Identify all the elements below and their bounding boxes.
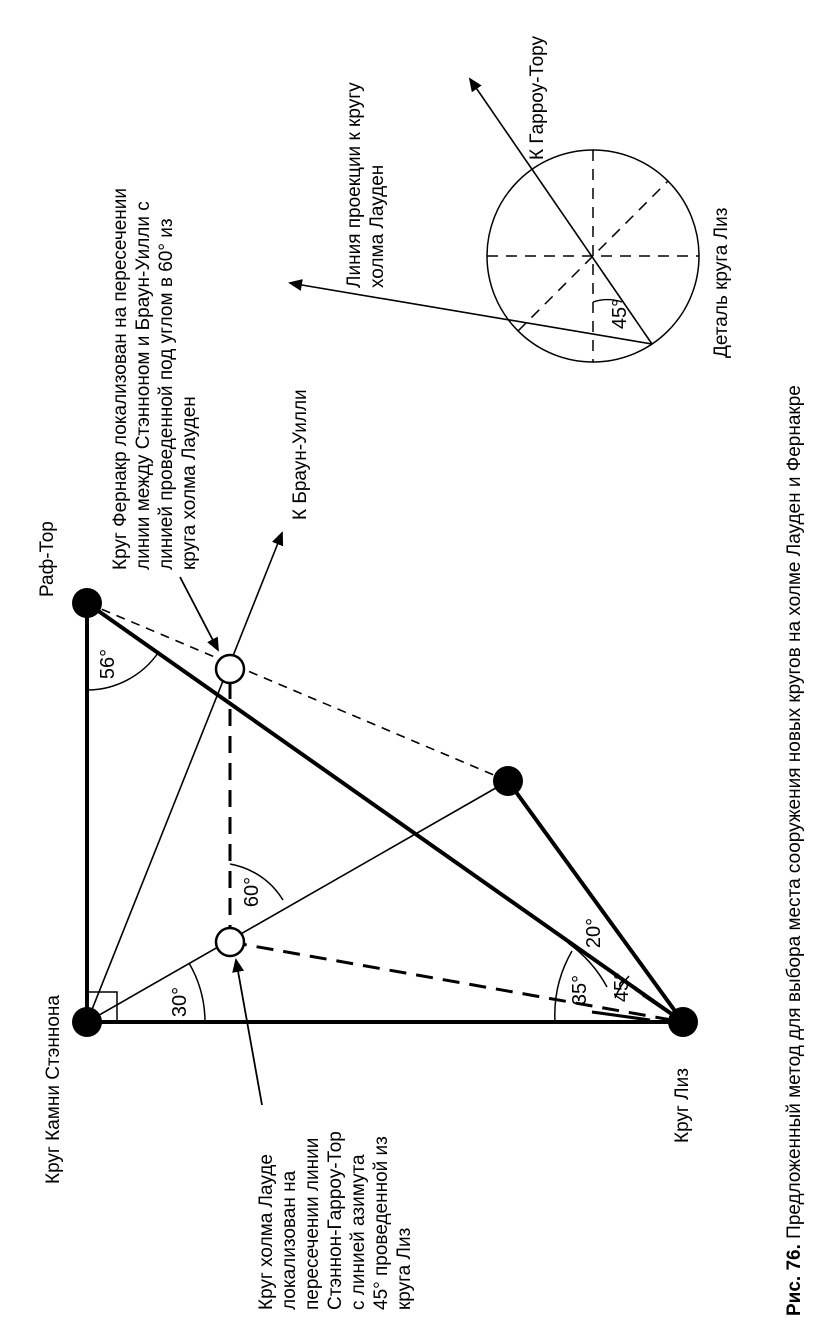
line-leaze-bottom-short [591,1010,651,1022]
fernacre-dot-marker [493,766,523,796]
louden-note-line-7: круга Лиз [394,1228,415,1310]
line-roughtor-leaze [85,601,685,1024]
arc-30 [188,962,206,1023]
arc-35 [554,950,573,1023]
detail-arc-45 [592,298,623,303]
fernacre-note-line-2: линии между Стэнноном и Браун-Уилли с [133,201,154,570]
roughtor-circle-marker [72,588,102,618]
garrow-direction-line [468,77,653,345]
louden-note-line-4: Стэннон-Гарроу-Тор [325,1131,346,1310]
angle-56: 56° [97,649,119,679]
arc-60 [229,863,284,901]
angle-60: 60° [241,877,263,907]
label-stannon: Круг Камни Стэннона [43,995,64,1184]
louden-note-line-3: пересечении линии [302,1138,323,1310]
louden-note-line-1: Круг холма Лауде [256,1154,277,1310]
angle-45: 45° [611,972,633,1002]
label-detail: Деталь круга Лиз [711,208,732,358]
projection-line-2: холма Лауден [367,165,388,288]
label-louden-note: Круг холма Лауде локализован на пересече… [256,1131,415,1310]
stone-circles [72,588,698,1037]
louden-note-line-5: с линией азимута [348,1154,369,1310]
detail-dash-diagonal [517,180,669,332]
line-stannon-fernacre [86,780,509,1023]
dash-louden-leaze [229,940,684,1024]
label-rough-tor: Раф-Тор [37,521,58,597]
louden-new-circle [214,926,246,958]
fernacre-note-line-1: Круг Фернакр локализован на пересечении [110,188,131,570]
louden-pointer [232,958,263,1106]
stannon-circle-marker [72,1007,102,1037]
leaze-circle-marker [668,1007,698,1037]
leaze-detail [288,77,700,363]
angle-20: 20° [583,918,605,948]
fernacre-new-circle [214,653,246,685]
label-fernacre-note: Круг Фернакр локализован на пересечении … [110,188,200,570]
angle-45-detail: 45° [609,299,631,329]
projection-line [288,279,653,345]
main-lines [85,601,685,1024]
louden-note-line-2: локализован на [279,1170,300,1310]
label-projection: Линия проекции к кругу холма Лауден [344,82,388,288]
dash-roughtor-fernacre [86,602,509,782]
fernacre-note-line-3: линией проведенной под углом в 60° из [156,218,177,570]
arc-20 [567,942,608,988]
thin-lines [86,531,509,1023]
projection-line-1: Линия проекции к кругу [344,82,365,288]
louden-note-line-6: 45° проведенной из [371,1136,392,1310]
label-garrow-tor: К Гарроу-Тору [527,36,548,160]
figure-caption: Рис. 76. Предложенный метод для выбора м… [784,385,805,1316]
pointer-arrows [179,576,263,1106]
fernacre-note-line-4: круга холма Лауден [179,396,200,570]
angle-labels: 56° 60° 30° 20° 35° 45° 45° [97,299,633,1017]
label-brown-willy: К Браун-Уилли [290,389,311,520]
dashed-lines [86,602,684,1024]
angle-35: 35° [569,975,591,1005]
line-stannon-brownwilly [86,531,284,1023]
arc-56 [86,652,159,691]
caption-prefix: Рис. 76. [784,1244,805,1316]
text-labels: Круг Камни Стэннона Круг холма Лауде лок… [37,36,732,1310]
arc-45-inner [614,975,630,999]
caption-text: Предложенный метод для выбора места соор… [784,385,805,1244]
line-fernacre-leaze [506,779,685,1024]
fernacre-pointer [179,576,219,652]
label-leaze: Круг Лиз [672,1068,693,1143]
angle-30: 30° [169,987,191,1017]
